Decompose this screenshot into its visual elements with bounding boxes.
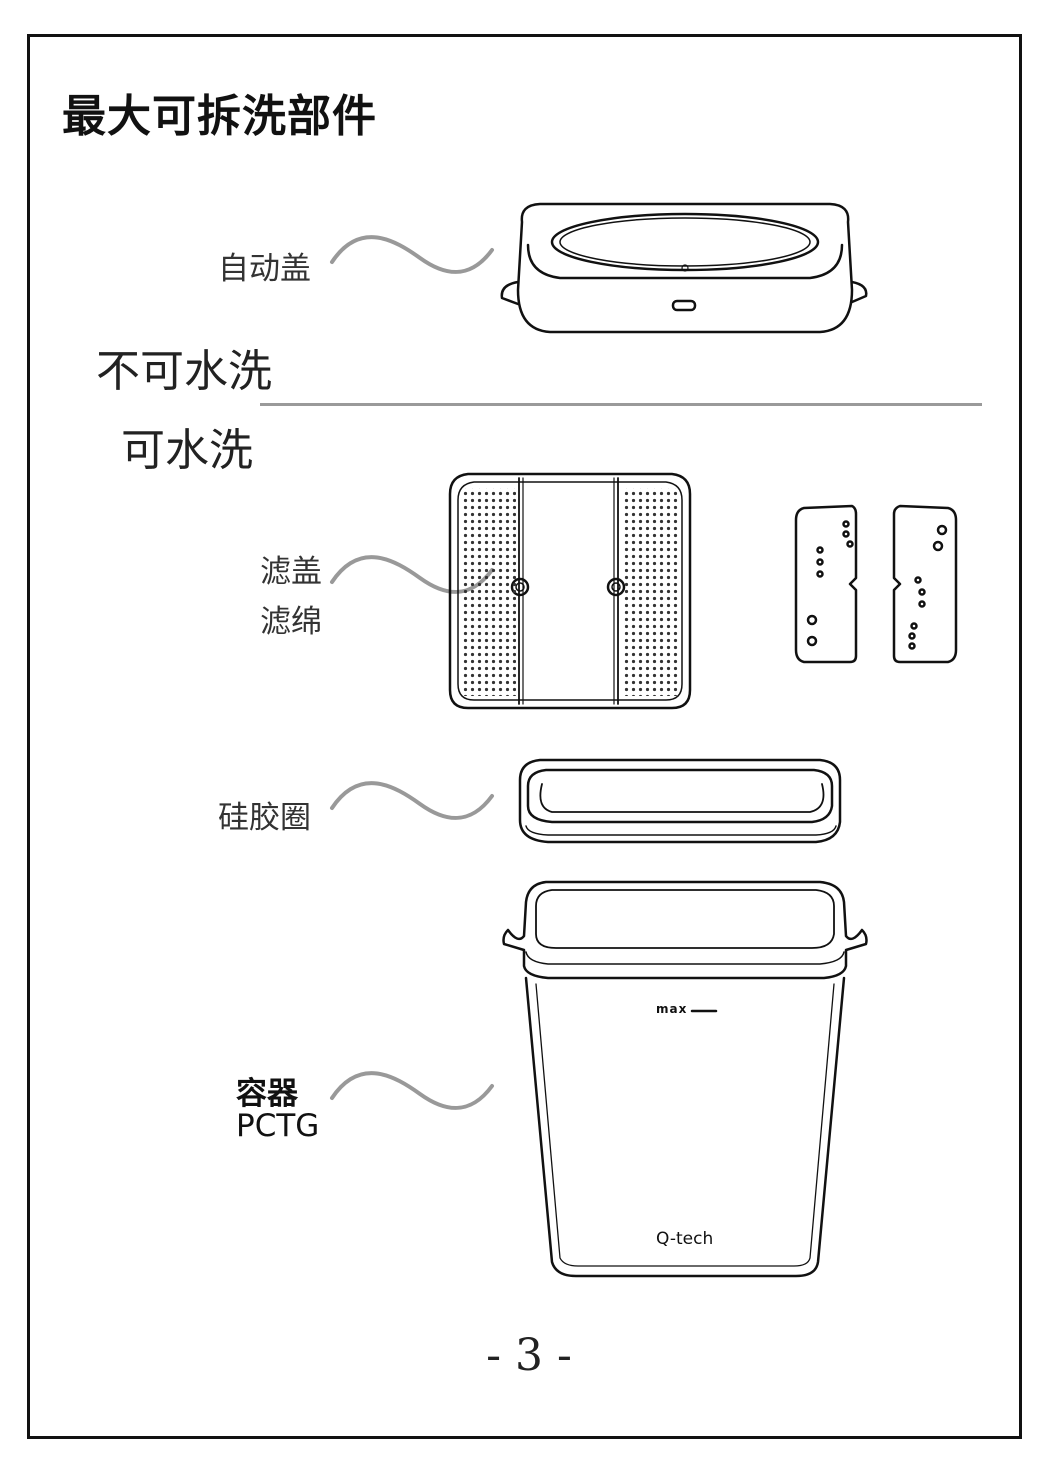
filter-cover-drawing	[448, 472, 692, 710]
leader-container	[330, 1071, 494, 1110]
max-fill-mark: max	[656, 1002, 688, 1016]
filter-holes	[462, 488, 678, 696]
page-number: - 3 -	[486, 1330, 572, 1381]
page-border	[27, 34, 1022, 1439]
silicone-ring-drawing	[518, 758, 842, 844]
brand-logo-text: Q-tech	[656, 1229, 714, 1249]
filter-sponge-right-drawing	[892, 504, 958, 664]
section-not-washable: 不可水洗	[96, 346, 272, 397]
filter-sponge-left-drawing	[794, 504, 858, 664]
leader-silicone-ring	[330, 781, 494, 820]
label-silicone-ring: 硅胶圈	[218, 800, 311, 836]
label-filter-sponge: 滤绵	[260, 604, 322, 640]
label-container-material: PCTG	[236, 1108, 320, 1144]
label-auto-lid: 自动盖	[218, 251, 311, 287]
label-container: 容器	[236, 1076, 298, 1112]
section-washable: 可水洗	[121, 425, 253, 476]
label-filter-cover: 滤盖	[260, 554, 322, 590]
container-drawing	[502, 880, 868, 1278]
auto-lid-drawing	[500, 202, 868, 334]
page-title: 最大可拆洗部件	[62, 91, 377, 142]
section-divider	[260, 403, 982, 406]
leader-auto-lid	[330, 235, 494, 274]
